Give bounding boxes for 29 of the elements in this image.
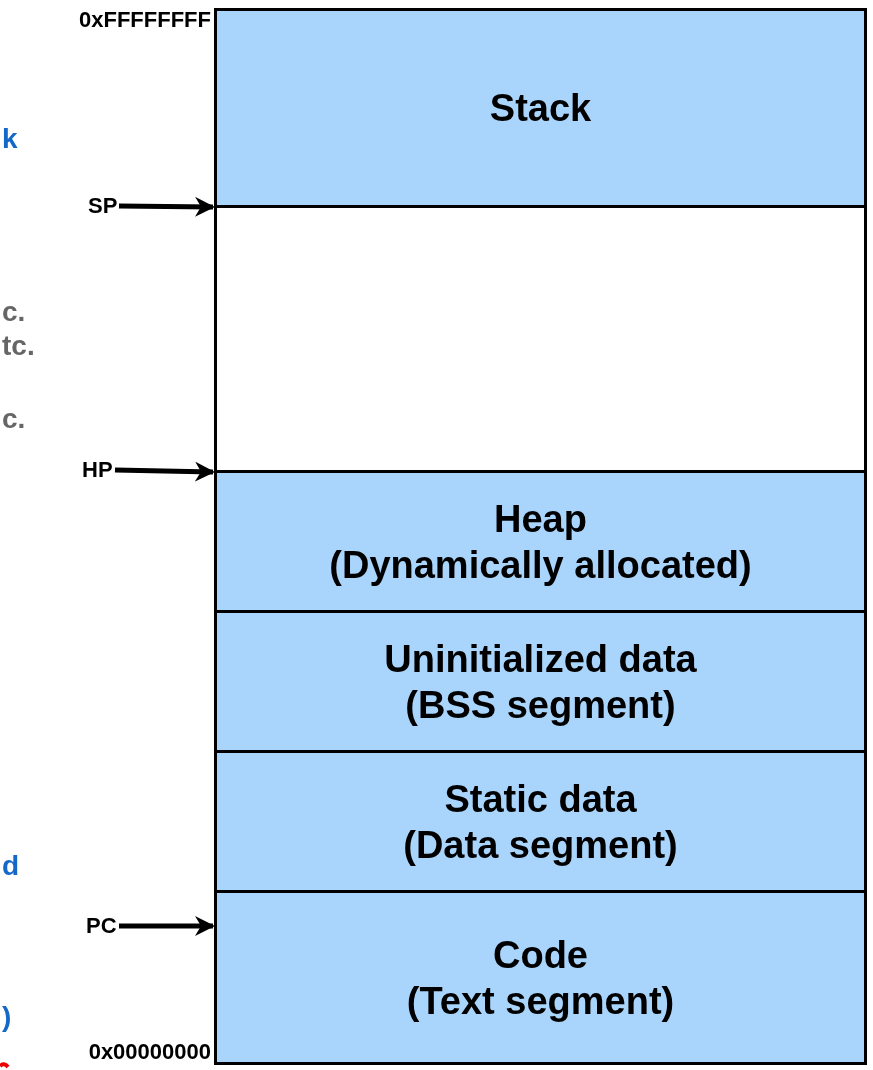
segment-name: Heap (494, 496, 587, 542)
free-memory-region (214, 205, 867, 473)
segment-name: Uninitialized data (384, 636, 697, 682)
pointer-label: SP (88, 193, 118, 219)
segment-name: Code (493, 932, 588, 978)
pointer-arrow (114, 461, 215, 482)
cropped-text: tc. (2, 330, 35, 362)
segment-description: (Data segment) (403, 822, 678, 868)
cropped-text: c. (2, 403, 26, 435)
stack-segment (214, 8, 867, 208)
pointer-label: PC (86, 913, 117, 939)
segment-name: Static data (444, 776, 637, 822)
data-segment (214, 750, 867, 893)
pointer-arrow (119, 916, 215, 936)
segment-description: (BSS segment) (405, 682, 676, 728)
address-label: 0x00000000 (88, 1039, 211, 1065)
address-label: 0xFFFFFFFF (79, 7, 211, 33)
segment-name: Stack (489, 86, 592, 131)
segment-description: (Dynamically allocated) (329, 542, 752, 588)
cropped-text: d (2, 850, 20, 882)
cropped-text: k (2, 123, 18, 155)
heap-segment (214, 470, 867, 613)
segment-description: (Text segment) (406, 978, 675, 1024)
code-segment (214, 890, 867, 1065)
cropped-text: ) (2, 1001, 12, 1033)
cropped-text: c. (2, 296, 26, 328)
pointer-arrow (118, 196, 215, 217)
pointer-label: HP (82, 457, 113, 483)
bss-segment (214, 610, 867, 753)
